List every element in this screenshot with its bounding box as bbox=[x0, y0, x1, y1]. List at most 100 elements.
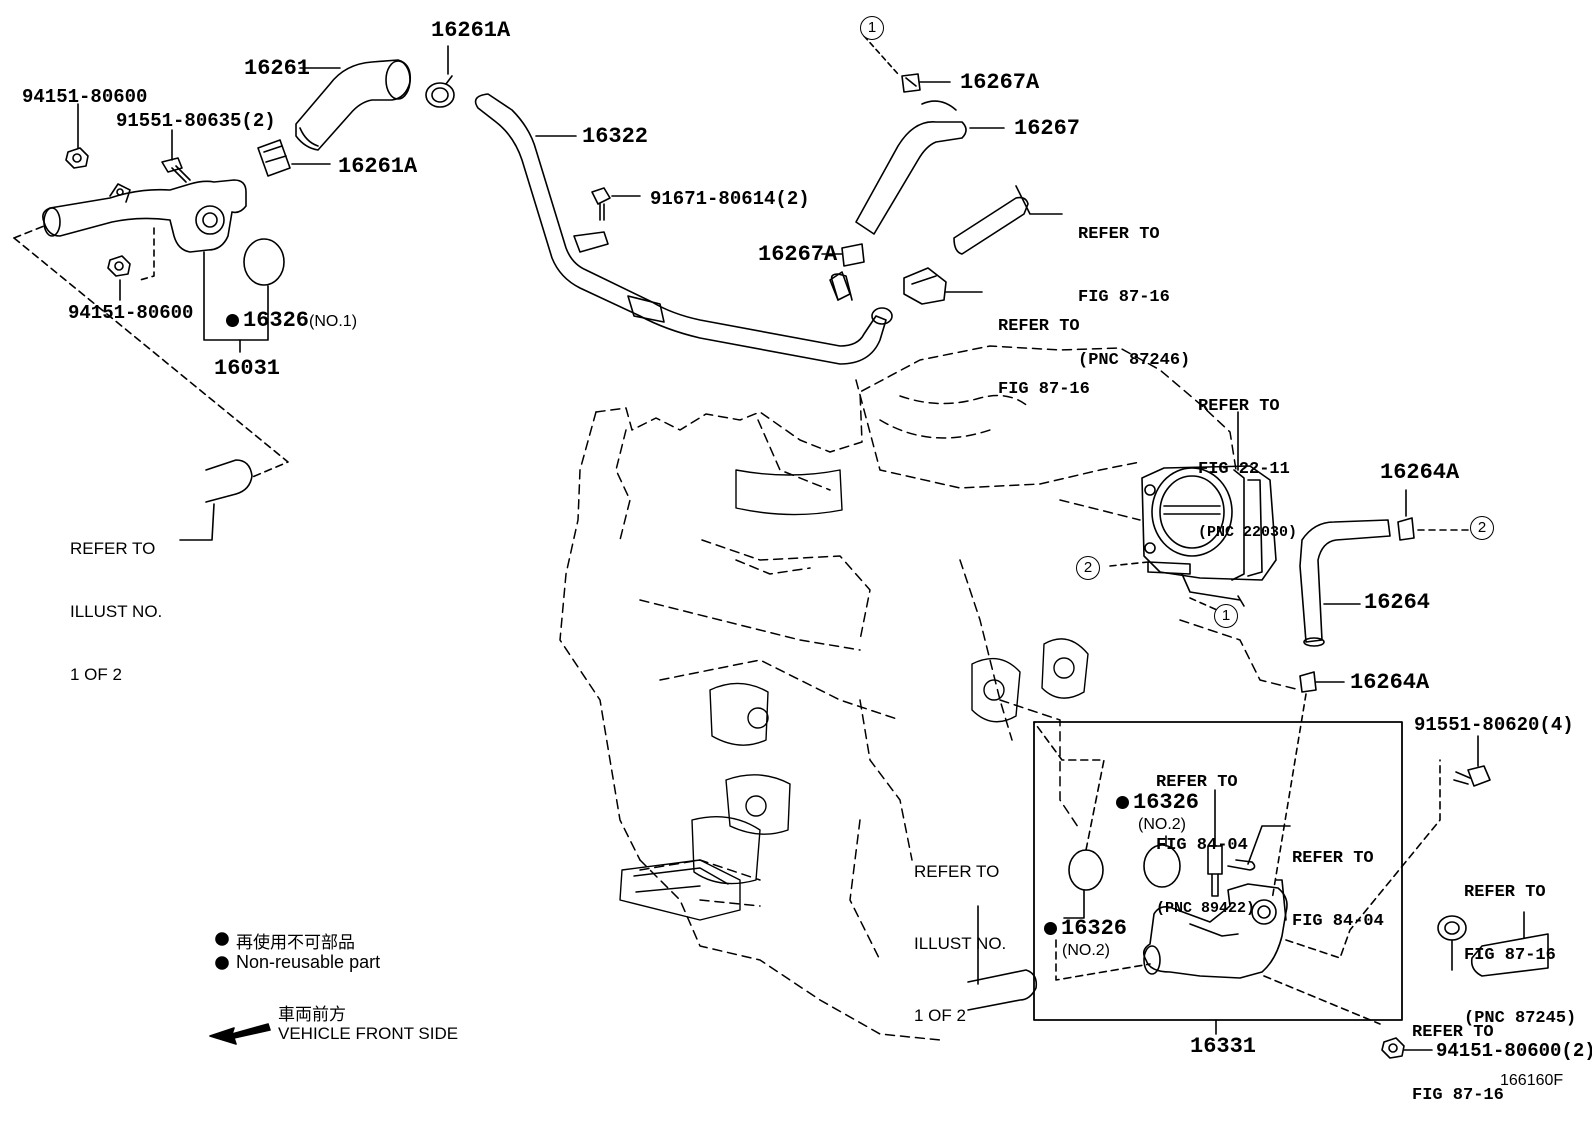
refer-87245: REFER TO FIG 87-16 (PNC 87245) bbox=[1464, 840, 1576, 1050]
temp-sensor-drawing bbox=[1207, 789, 1223, 897]
clamp-16267a-top-drawing bbox=[901, 73, 921, 93]
refer-84-04-a-l3: (PNC 89422) bbox=[1156, 900, 1256, 917]
label-16267a-top: 16267A bbox=[960, 70, 1040, 95]
refer-illust-mid-l2: ILLUST NO. bbox=[914, 934, 1007, 953]
label-91551-80635: 91551-80635(2) bbox=[116, 110, 276, 132]
label-16326-no2a-note: (NO.2) bbox=[1138, 816, 1186, 833]
label-16261a-top: 16261A bbox=[431, 18, 511, 43]
refer-87246: REFER TO FIG 87-16 (PNC 87246) bbox=[1078, 182, 1190, 392]
refer-illust-mid: REFER TO ILLUST NO. 1 OF 2 bbox=[914, 812, 1006, 1052]
gasket-16326-no1-drawing bbox=[243, 238, 285, 286]
label-91551-80620: 91551-80620(4) bbox=[1414, 714, 1574, 736]
label-16326-no1-num: 16326 bbox=[243, 308, 310, 333]
refer-22-11-l2: FIG 22-11 bbox=[1198, 460, 1290, 479]
label-16326-no2b: 16326 bbox=[1044, 916, 1127, 941]
gasket-16326-no2b-drawing bbox=[1143, 844, 1181, 888]
front-arrow bbox=[209, 1023, 271, 1045]
label-16326-no1-note: (NO.1) bbox=[309, 313, 358, 330]
legend-jp-nonreusable: 再使用不可部品 bbox=[236, 933, 355, 952]
refer-illust-mid-l3: 1 OF 2 bbox=[914, 1006, 966, 1025]
label-16267a-mid: 16267A bbox=[758, 242, 838, 267]
refer-87246-l2: FIG 87-16 bbox=[1078, 288, 1170, 307]
refer-84-04-a-l1: REFER TO bbox=[1156, 773, 1238, 792]
label-16031: 16031 bbox=[214, 356, 281, 381]
refer-illust-left-l3: 1 OF 2 bbox=[70, 665, 122, 684]
assembly-16331-box bbox=[1033, 721, 1403, 1021]
refer-87-16-bot: REFER TO FIG 87-16 bbox=[1412, 980, 1504, 1127]
label-16326-no1: 16326(NO.1) bbox=[226, 308, 357, 333]
label-94151-bot: 94151-80600(2) bbox=[1436, 1040, 1592, 1062]
label-16326-no2b-num: 16326 bbox=[1061, 916, 1128, 941]
refer-87245-l2: FIG 87-16 bbox=[1464, 946, 1556, 965]
hose-16267-drawing bbox=[855, 100, 967, 235]
legend-en-front: VEHICLE FRONT SIDE bbox=[278, 1024, 459, 1043]
clip-84-04-drawing bbox=[1227, 859, 1256, 871]
refer-22-11-l1: REFER TO bbox=[1198, 397, 1280, 416]
label-91671: 91671-80614(2) bbox=[650, 188, 810, 210]
refer-87-16-mid-l1: REFER TO bbox=[998, 317, 1080, 336]
refer-87-16-mid: REFER TO FIG 87-16 bbox=[998, 274, 1090, 421]
clamp-16267a-mid-drawing bbox=[841, 243, 865, 267]
refer-illust-left: REFER TO ILLUST NO. 1 OF 2 bbox=[70, 496, 162, 706]
refer-illust-left-l2: ILLUST NO. bbox=[70, 602, 163, 621]
refer-87-16-mid-l2: FIG 87-16 bbox=[998, 380, 1090, 399]
refer-87246-l1: REFER TO bbox=[1078, 225, 1160, 244]
refer-87245-l3: (PNC 87245) bbox=[1464, 1009, 1577, 1028]
label-16264a-top: 16264A bbox=[1380, 460, 1460, 485]
refer-87-16-bot-l2: FIG 87-16 bbox=[1412, 1086, 1504, 1105]
marker-1-throttle: 1 bbox=[1214, 604, 1238, 628]
clamp-16264a-top-drawing bbox=[1397, 517, 1415, 541]
bolt-91551-80635-drawing bbox=[161, 157, 191, 183]
marker-1-top: 1 bbox=[860, 16, 884, 40]
label-16264a-bot: 16264A bbox=[1350, 670, 1430, 695]
label-16326-no2a: 16326 bbox=[1116, 790, 1199, 815]
label-16264: 16264 bbox=[1364, 590, 1431, 615]
label-16322: 16322 bbox=[582, 124, 649, 149]
refer-illust-mid-l1: REFER TO bbox=[914, 862, 1000, 881]
throttle-body-drawing bbox=[1141, 465, 1277, 601]
refer-84-04-b: REFER TO FIG 84-04 bbox=[1292, 806, 1384, 953]
hose-16264-drawing bbox=[1299, 519, 1391, 647]
marker-2-throttle: 2 bbox=[1076, 556, 1100, 580]
bolt-91551-80620-drawing bbox=[1453, 765, 1491, 787]
marker-2-right: 2 bbox=[1470, 516, 1494, 540]
nut-94151-left-drawing bbox=[107, 255, 131, 277]
water-inlet-16331-drawing bbox=[1142, 879, 1288, 979]
legend-en-nonreusable: Non-reusable part bbox=[236, 952, 381, 972]
hose-16261-drawing bbox=[295, 59, 412, 151]
clamp-16264a-bot-drawing bbox=[1299, 671, 1317, 693]
refer-84-04-a: REFER TO FIG 84-04 (PNC 89422) bbox=[1156, 730, 1255, 940]
figure-code: 166160F bbox=[1500, 1072, 1564, 1089]
label-16261a-mid: 16261A bbox=[338, 154, 418, 179]
refer-87246-l3: (PNC 87246) bbox=[1078, 351, 1191, 370]
label-16326-no2a-num: 16326 bbox=[1133, 790, 1200, 815]
refer-illust-left-l1: REFER TO bbox=[70, 539, 156, 558]
water-outlet-16031-drawing bbox=[42, 179, 247, 253]
pipe-16322-drawing bbox=[474, 93, 893, 365]
label-16261: 16261 bbox=[244, 56, 311, 81]
clamp-16261a-mid-drawing bbox=[257, 139, 291, 177]
label-16267: 16267 bbox=[1014, 116, 1081, 141]
gasket-16326-no2a-drawing bbox=[1068, 849, 1104, 891]
nut-94151-top-drawing bbox=[65, 147, 89, 169]
label-16326-no2b-note: (NO.2) bbox=[1062, 942, 1110, 959]
bolt-91671-drawing bbox=[591, 187, 611, 221]
engine-outline-drawing bbox=[559, 345, 1301, 1041]
label-94151-left: 94151-80600 bbox=[68, 302, 194, 324]
refer-87-16-bot-l1: REFER TO bbox=[1412, 1023, 1494, 1042]
refer-87245-l1: REFER TO bbox=[1464, 883, 1546, 902]
nut-94151-bot-drawing bbox=[1381, 1037, 1405, 1059]
refer-84-04-b-l2: FIG 84-04 bbox=[1292, 912, 1384, 931]
label-94151-top: 94151-80600 bbox=[22, 86, 148, 108]
refer-84-04-a-l2: FIG 84-04 bbox=[1156, 836, 1248, 855]
refer-84-04-b-l1: REFER TO bbox=[1292, 849, 1374, 868]
parts-diagram bbox=[13, 35, 1549, 1059]
clamp-16261a-top-drawing bbox=[425, 75, 455, 108]
clip-87-16-drawing bbox=[903, 267, 947, 305]
label-16331: 16331 bbox=[1190, 1034, 1257, 1059]
refer-22-11: REFER TO FIG 22-11 (PNC 22030) bbox=[1198, 354, 1297, 564]
refer-22-11-l3: (PNC 22030) bbox=[1198, 524, 1298, 541]
engine-detail-drawing bbox=[619, 469, 1089, 921]
legend-jp-front: 車両前方 bbox=[278, 1005, 346, 1024]
clamp-87-16-drawing bbox=[1437, 915, 1467, 941]
